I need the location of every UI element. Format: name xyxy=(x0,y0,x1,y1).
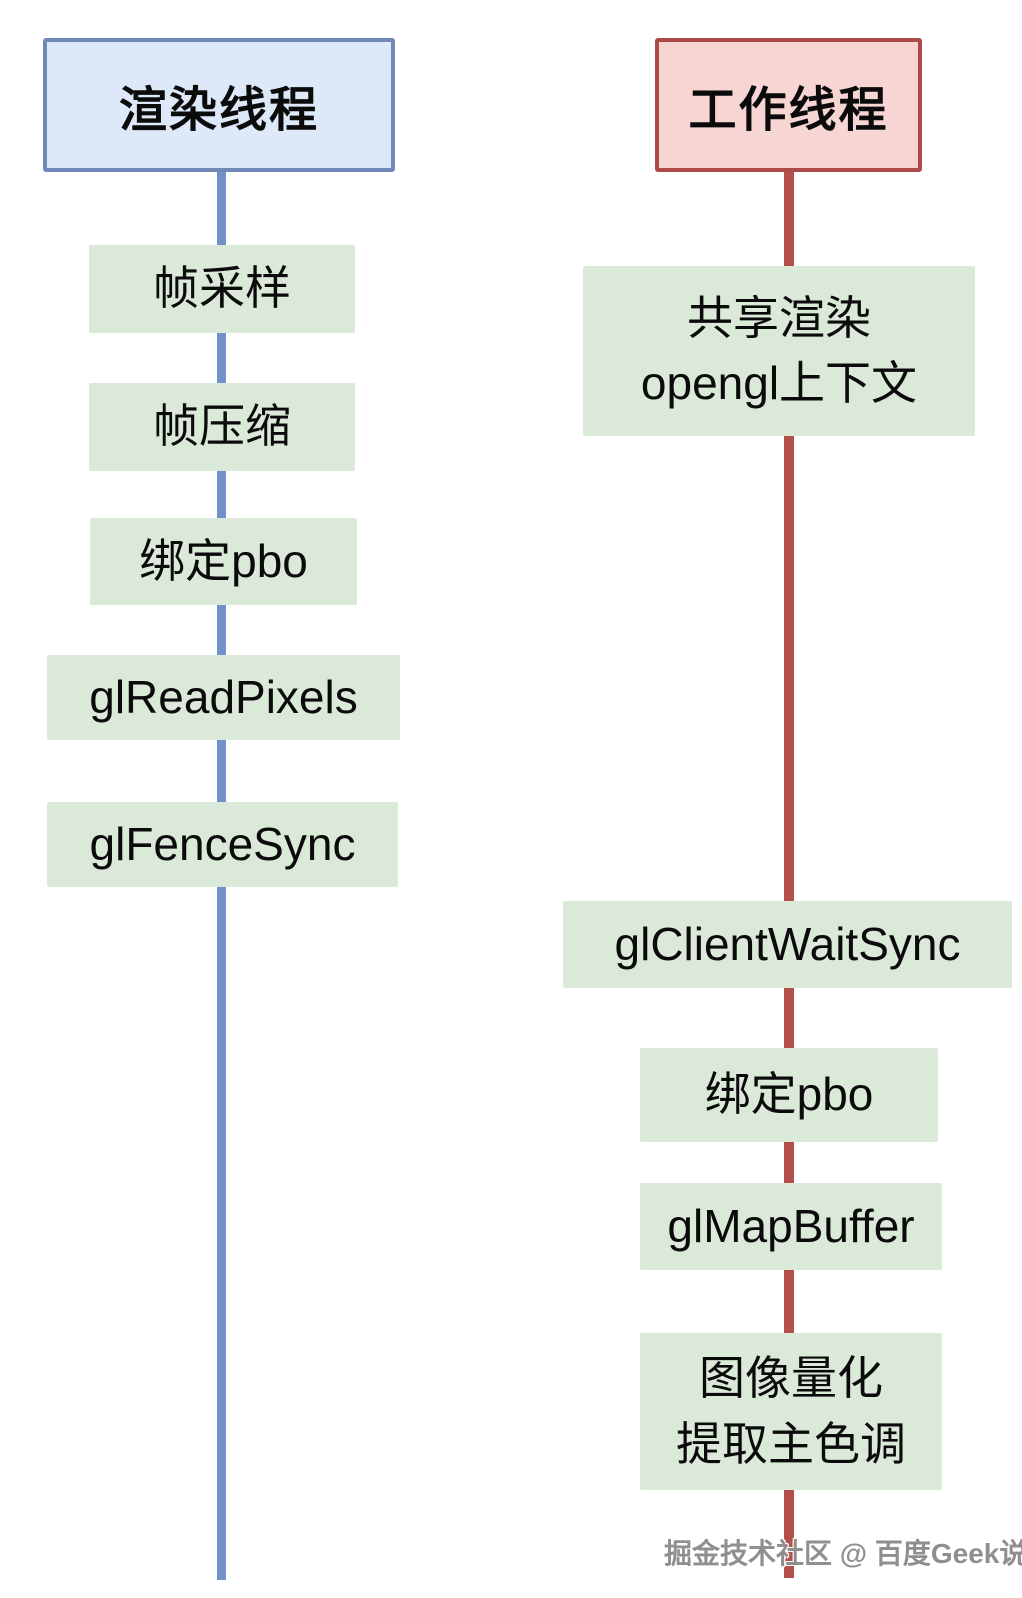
render-thread-title: 渲染线程 xyxy=(118,84,319,137)
step-frame-compression: 帧压缩 xyxy=(89,383,355,471)
worker-thread-header: 工作线程 xyxy=(655,38,922,172)
step-image-quantize-dominant-color: 图像量化 提取主色调 xyxy=(640,1333,942,1490)
step-bind-pbo-render-thread: 绑定pbo xyxy=(90,518,357,605)
step-glclientwaitsync: glClientWaitSync xyxy=(563,901,1012,988)
step-glreadpixels: glReadPixels xyxy=(47,655,400,740)
step-frame-sampling: 帧采样 xyxy=(89,245,355,333)
worker-thread-lifeline xyxy=(784,170,794,1578)
step-glmapbuffer: glMapBuffer xyxy=(640,1183,942,1270)
watermark: 掘金技术社区 @ 百度Geek说 xyxy=(664,1538,1022,1569)
worker-thread-title: 工作线程 xyxy=(688,84,889,137)
step-bind-pbo-worker-thread: 绑定pbo xyxy=(640,1048,938,1142)
step-share-opengl-context: 共享渲染 opengl上下文 xyxy=(583,266,975,436)
step-glfencesync: glFenceSync xyxy=(47,802,398,887)
render-thread-header: 渲染线程 xyxy=(43,38,395,172)
